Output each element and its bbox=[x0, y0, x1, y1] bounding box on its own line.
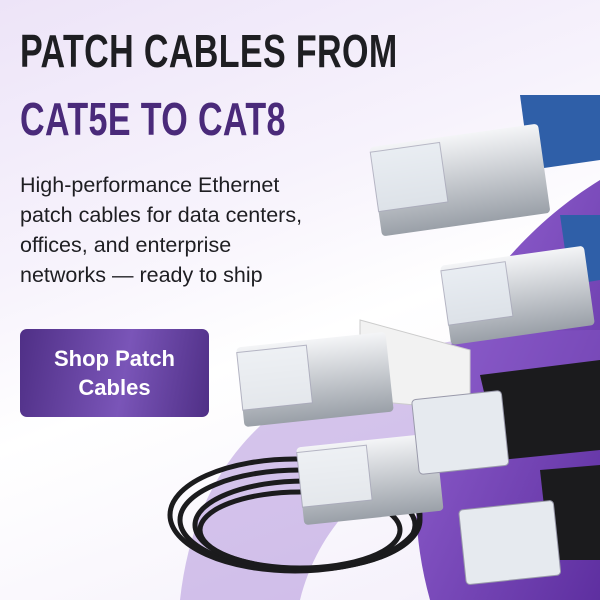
white-connector bbox=[236, 319, 471, 427]
black-connector-lower bbox=[458, 465, 600, 585]
black-connector-upper bbox=[411, 360, 600, 475]
description-line: patch cables for data centers, bbox=[20, 203, 303, 227]
blue-connector-middle bbox=[440, 215, 600, 345]
description-line: offices, and enterprise bbox=[20, 233, 232, 257]
description: High-performance Ethernet patch cables f… bbox=[20, 170, 380, 290]
button-label-line-1: Shop Patch bbox=[53, 346, 175, 371]
headline-line-2: CAT5E TO CAT8 bbox=[20, 93, 286, 145]
headline-line-1: PATCH CABLES FROM bbox=[20, 25, 398, 77]
white-connector-lower bbox=[296, 433, 444, 525]
description-line: networks — ready to ship bbox=[20, 263, 263, 287]
description-line: High-performance Ethernet bbox=[20, 173, 280, 197]
button-label-line-2: Cables bbox=[78, 375, 151, 400]
shop-patch-cables-button[interactable]: Shop Patch Cables bbox=[20, 329, 209, 417]
blue-connector-top bbox=[369, 95, 600, 236]
